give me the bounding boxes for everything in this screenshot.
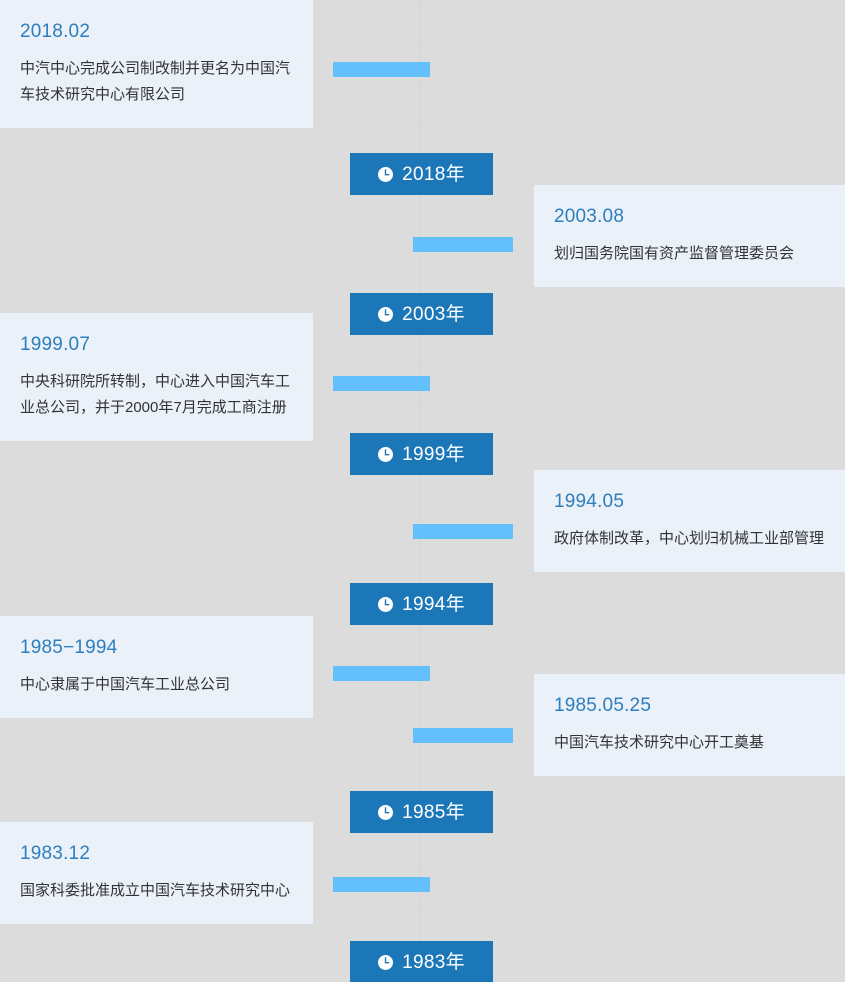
event-description: 政府体制改革，中心划归机械工业部管理 — [554, 530, 825, 547]
clock-icon — [378, 166, 394, 182]
event-description: 中汽中心完成公司制改制并更名为中国汽车技术研究中心有限公司 — [20, 60, 291, 103]
year-badge-2003[interactable]: 2003年 — [350, 293, 493, 335]
clock-icon — [378, 596, 394, 612]
event-card-2018[interactable]: 2018.02 中汽中心完成公司制改制并更名为中国汽车技术研究中心有限公司 — [0, 0, 313, 128]
connector-bar-1994 — [413, 524, 513, 539]
connector-bar-2018 — [333, 62, 430, 77]
event-card-1983[interactable]: 1983.12 国家科委批准成立中国汽车技术研究中心 — [0, 822, 313, 924]
year-badge-1994[interactable]: 1994年 — [350, 583, 493, 625]
event-date: 1994.05 — [554, 491, 625, 512]
clock-icon — [378, 804, 394, 820]
year-label: 1994年 — [402, 593, 465, 615]
year-label: 2018年 — [402, 163, 465, 185]
clock-icon — [378, 446, 394, 462]
connector-bar-1985-1994 — [333, 666, 430, 681]
event-description: 国家科委批准成立中国汽车技术研究中心 — [20, 882, 291, 899]
year-label: 1985年 — [402, 801, 465, 823]
connector-bar-2003 — [413, 237, 513, 252]
event-card-2003[interactable]: 2003.08 划归国务院国有资产监督管理委员会 — [534, 185, 845, 287]
connector-bar-1999 — [333, 376, 430, 391]
event-date: 1983.12 — [20, 843, 91, 864]
event-card-1985-1994[interactable]: 1985−1994 中心隶属于中国汽车工业总公司 — [0, 616, 313, 718]
event-date: 2018.02 — [20, 21, 91, 42]
event-card-1999[interactable]: 1999.07 中央科研院所转制，中心进入中国汽车工业总公司，并于2000年7月… — [0, 313, 313, 441]
timeline-center-axis — [420, 0, 422, 982]
year-badge-2018[interactable]: 2018年 — [350, 153, 493, 195]
year-badge-1999[interactable]: 1999年 — [350, 433, 493, 475]
year-label: 2003年 — [402, 303, 465, 325]
clock-icon — [378, 306, 394, 322]
event-card-1985[interactable]: 1985.05.25 中国汽车技术研究中心开工奠基 — [534, 674, 845, 776]
event-description: 中央科研院所转制，中心进入中国汽车工业总公司，并于2000年7月完成工商注册 — [20, 373, 291, 416]
year-label: 1983年 — [402, 951, 465, 973]
event-date: 1985−1994 — [20, 637, 118, 658]
year-label: 1999年 — [402, 443, 465, 465]
event-date: 1999.07 — [20, 334, 91, 355]
event-date: 2003.08 — [554, 206, 625, 227]
year-badge-1985[interactable]: 1985年 — [350, 791, 493, 833]
event-description: 中国汽车技术研究中心开工奠基 — [554, 734, 765, 751]
event-date: 1985.05.25 — [554, 695, 652, 716]
event-card-1994[interactable]: 1994.05 政府体制改革，中心划归机械工业部管理 — [534, 470, 845, 572]
event-description: 划归国务院国有资产监督管理委员会 — [554, 245, 795, 262]
event-description: 中心隶属于中国汽车工业总公司 — [20, 676, 231, 693]
year-badge-1983[interactable]: 1983年 — [350, 941, 493, 982]
connector-bar-1985 — [413, 728, 513, 743]
clock-icon — [378, 954, 394, 970]
connector-bar-1983 — [333, 877, 430, 892]
